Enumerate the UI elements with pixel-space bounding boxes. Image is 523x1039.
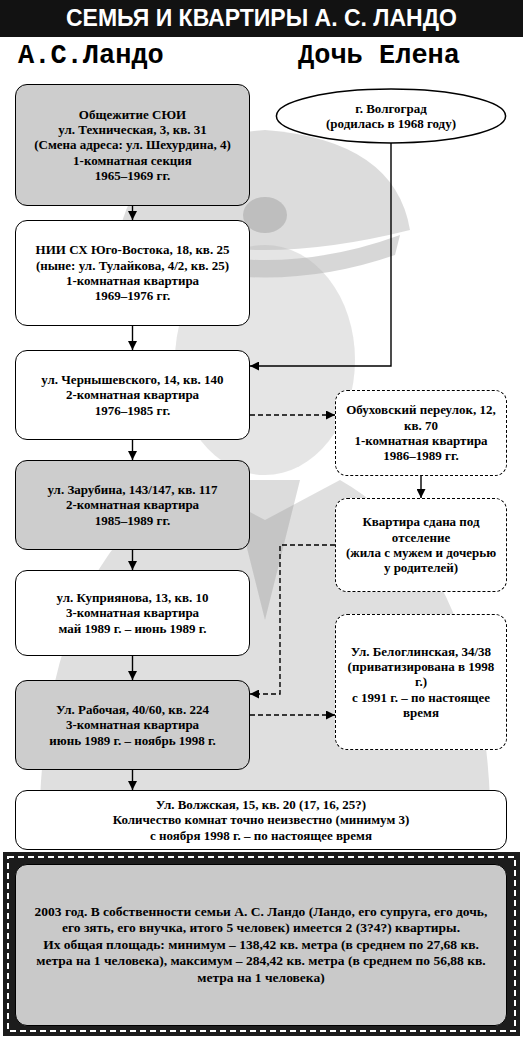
summary-frame <box>3 852 520 1036</box>
box-text: (родилась в 1968 году) <box>303 116 479 131</box>
column-heading: А.С.Ландо <box>18 40 164 72</box>
box-text: Их общая площадь: минимум – 138,42 кв. м… <box>28 937 494 986</box>
box-text: (жила с мужем и дочерью у родителей) <box>344 545 498 576</box>
title-banner: СЕМЬЯ И КВАРТИРЫ А. С. ЛАНДО <box>0 0 523 37</box>
apartment-box: ул. Чернышевского, 14, кв. 1402-комнатна… <box>15 350 250 440</box>
connector-arrow <box>250 714 335 715</box>
connector-arrow <box>132 440 133 460</box>
box-text: май 1989 г. – июнь 1989 г. <box>24 621 241 636</box>
box-text: 2-комнатная квартира <box>24 387 241 402</box>
box-text: 1976–1985 гг. <box>24 403 241 418</box>
page-ground <box>0 37 523 1039</box>
connector-arrow <box>132 550 133 570</box>
box-text: Общежитие СЮИ <box>24 107 241 122</box>
portrait-badge <box>243 197 287 233</box>
box-text: 3-комнатная квартира <box>24 605 241 620</box>
box-text: Ул. Волжская, 15, кв. 20 (17, 16, 25?) <box>24 797 498 812</box>
ellipse-shape <box>276 89 505 143</box>
box-text: ул. Куприянова, 13, кв. 10 <box>24 590 241 605</box>
connector-arrow <box>132 206 133 220</box>
apartment-box: Ул. Рабочая, 40/60, кв. 2243-комнатная к… <box>15 680 250 770</box>
summary-box: 2003 год. В собственности семьи А. С. Ла… <box>15 864 507 1026</box>
box-text: Ул. Белоглинская, 34/38 <box>344 644 498 659</box>
apartment-box: НИИ СХ Юго-Востока, 18, кв. 25 (ныне: ул… <box>15 220 250 326</box>
apartment-box: ул. Зарубина, 143/147, кв. 1172-комнатна… <box>15 460 250 550</box>
box-text: 1965–1969 гг. <box>24 168 241 183</box>
box-text: с ноября 1998 г. – по настоящее время <box>24 828 498 843</box>
box-text: (Смена адреса: ул. Шехурдина, 4) <box>24 137 241 152</box>
box-text: июнь 1989 г. – ноябрь 1998 г. <box>24 733 241 748</box>
column-heading: Дочь Елена <box>298 40 460 72</box>
box-text: 3-комнатная квартира <box>24 717 241 732</box>
box-text: ул. Техническая, 3, кв. 31 <box>24 122 241 137</box>
apartment-box: ул. Куприянова, 13, кв. 103-комнатная кв… <box>15 570 250 656</box>
box-text: 2-комнатная квартира <box>24 497 241 512</box>
box-text: Ул. Рабочая, 40/60, кв. 224 <box>24 702 241 717</box>
box-text: 1969–1976 гг. <box>24 288 241 303</box>
connector-arrow <box>250 545 335 694</box>
box-text: г. Волгоград <box>303 101 479 116</box>
box-text: (приватизирована в 1998 г.) <box>344 659 498 690</box>
box-text: 1986–1989 гг. <box>344 448 498 463</box>
daughter-apartment-box: Обуховский переулок, 12, кв. 701-комнатн… <box>335 390 507 476</box>
box-text: 1985–1989 гг. <box>24 513 241 528</box>
connector-arrow <box>250 414 335 415</box>
connector-arrow <box>420 476 421 498</box>
summary-frame-dashes <box>8 857 515 1031</box>
apartment-box: Общежитие СЮИул. Техническая, 3, кв. 31(… <box>15 84 250 206</box>
connector-arrow <box>132 326 133 350</box>
box-text: ул. Зарубина, 143/147, кв. 117 <box>24 482 241 497</box>
current-apartment-box: Ул. Волжская, 15, кв. 20 (17, 16, 25?)Ко… <box>15 790 507 850</box>
box-text: 1-комнатная квартира <box>24 273 241 288</box>
daughter-apartment-box: Ул. Белоглинская, 34/38(приватизирована … <box>335 614 507 750</box>
connector-arrow <box>132 770 133 790</box>
box-text: с 1991 г. – по настоящее время <box>344 690 498 721</box>
box-text: Обуховский переулок, 12, кв. 70 <box>344 402 498 433</box>
birthplace-ellipse: г. Волгоград(родилась в 1968 году) <box>275 88 507 144</box>
box-text: 2003 год. В собственности семьи А. С. Ла… <box>28 904 494 937</box>
connector-arrow <box>250 143 391 366</box>
box-text: НИИ СХ Юго-Востока, 18, кв. 25 (ныне: ул… <box>24 242 241 273</box>
box-text: ул. Чернышевского, 14, кв. 140 <box>24 372 241 387</box>
box-text: Количество комнат точно неизвестно (мини… <box>24 812 498 827</box>
box-text: Квартира сдана под отселение <box>344 514 498 545</box>
daughter-status-box: Квартира сдана под отселение(жила с муже… <box>335 498 507 592</box>
connector-arrow <box>132 656 133 680</box>
box-text: 1-комнатная секция <box>24 153 241 168</box>
box-text: 1-комнатная квартира <box>344 433 498 448</box>
